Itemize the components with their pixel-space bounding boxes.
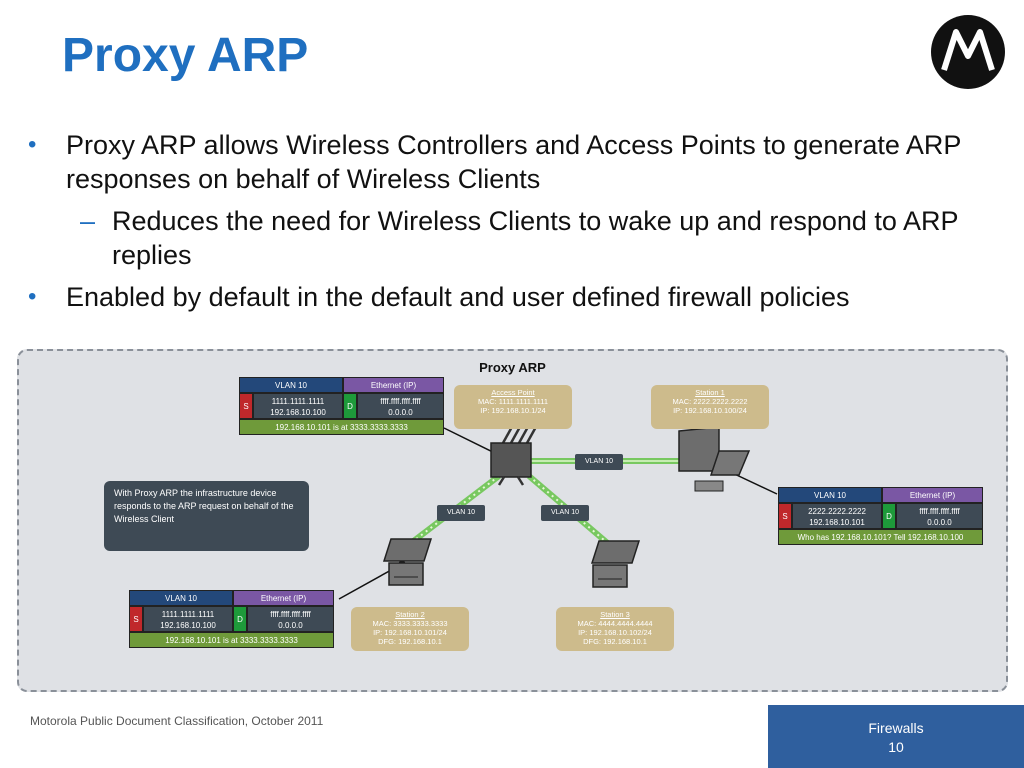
bullet-dot-icon: • [28,131,37,158]
packet-payload: Who has 192.168.10.101? Tell 192.168.10.… [778,529,983,545]
proxy-arp-note: With Proxy ARP the infrastructure device… [104,481,309,551]
footer-section-box: Firewalls 10 [768,705,1024,768]
bullet-text: Reduces the need for Wireless Clients to… [112,206,958,270]
source-tag: S [239,393,253,419]
packet-payload: 192.168.10.101 is at 3333.3333.3333 [129,632,334,648]
packet-payload: 192.168.10.101 is at 3333.3333.3333 [239,419,444,435]
device-name: Station 3 [600,610,630,619]
proxy-arp-diagram: Proxy ARP [17,349,1008,692]
station2-info: Station 2 MAC: 3333.3333.3333 IP: 192.16… [351,607,469,651]
device-mac: MAC: 1111.1111.1111 [477,397,549,406]
bullet-list: • Proxy ARP allows Wireless Controllers … [28,128,988,322]
device-ip: IP: 192.168.10.102/24 [578,628,652,637]
device-mac: MAC: 4444.4444.4444 [577,619,653,628]
diagram-title: Proxy ARP [479,360,546,375]
vlan-label: VLAN 10 [437,505,485,521]
station1-info: Station 1 MAC: 2222.2222.2222 IP: 192.16… [651,385,769,429]
access-point-info: Access Point MAC: 1111.1111.1111 IP: 192… [454,385,572,429]
vlan-label: VLAN 10 [575,454,623,470]
device-name: Station 1 [695,388,725,397]
dest-tag: D [343,393,357,419]
station3-info: Station 3 MAC: 4444.4444.4444 IP: 192.16… [556,607,674,651]
ethernet-header: Ethernet (IP) [343,377,444,393]
station1-laptop-icon [678,426,751,492]
device-mac: MAC: 2222.2222.2222 [672,397,748,406]
bullet-text: Proxy ARP allows Wireless Controllers an… [66,130,961,194]
source-tag: S [129,606,143,632]
footer-classification: Motorola Public Document Classification,… [30,714,324,728]
bullet-item: • Enabled by default in the default and … [28,280,988,314]
ethernet-header: Ethernet (IP) [882,487,983,503]
sub-bullet-item: – Reduces the need for Wireless Clients … [28,204,988,272]
dash-icon: – [80,206,96,236]
station2-laptop-icon [382,538,433,586]
page-number: 10 [888,739,904,755]
station3-laptop-icon [590,540,641,588]
bullet-dot-icon: • [28,283,37,310]
vlan-label: VLAN 10 [541,505,589,521]
vlan-header: VLAN 10 [239,377,343,393]
device-dfg: DFG: 192.168.10.1 [378,637,442,646]
device-ip: IP: 192.168.10.101/24 [373,628,447,637]
bullet-item: • Proxy ARP allows Wireless Controllers … [28,128,988,196]
device-name: Station 2 [395,610,425,619]
motorola-logo-icon [931,15,1005,89]
footer-section-name: Firewalls [868,720,924,736]
diagram-connections [338,424,778,600]
device-ip: IP: 192.168.10.100/24 [673,406,747,415]
vlan-header: VLAN 10 [129,590,233,606]
ethernet-header: Ethernet (IP) [233,590,334,606]
access-point-icon [490,424,539,486]
vlan-header: VLAN 10 [778,487,882,503]
bullet-text: Enabled by default in the default and us… [66,282,850,312]
device-mac: MAC: 3333.3333.3333 [372,619,448,628]
source-tag: S [778,503,792,529]
device-dfg: DFG: 192.168.10.1 [583,637,647,646]
dest-tag: D [233,606,247,632]
device-ip: IP: 192.168.10.1/24 [480,406,546,415]
page-title: Proxy ARP [62,29,309,82]
device-name: Access Point [491,388,535,397]
dest-tag: D [882,503,896,529]
